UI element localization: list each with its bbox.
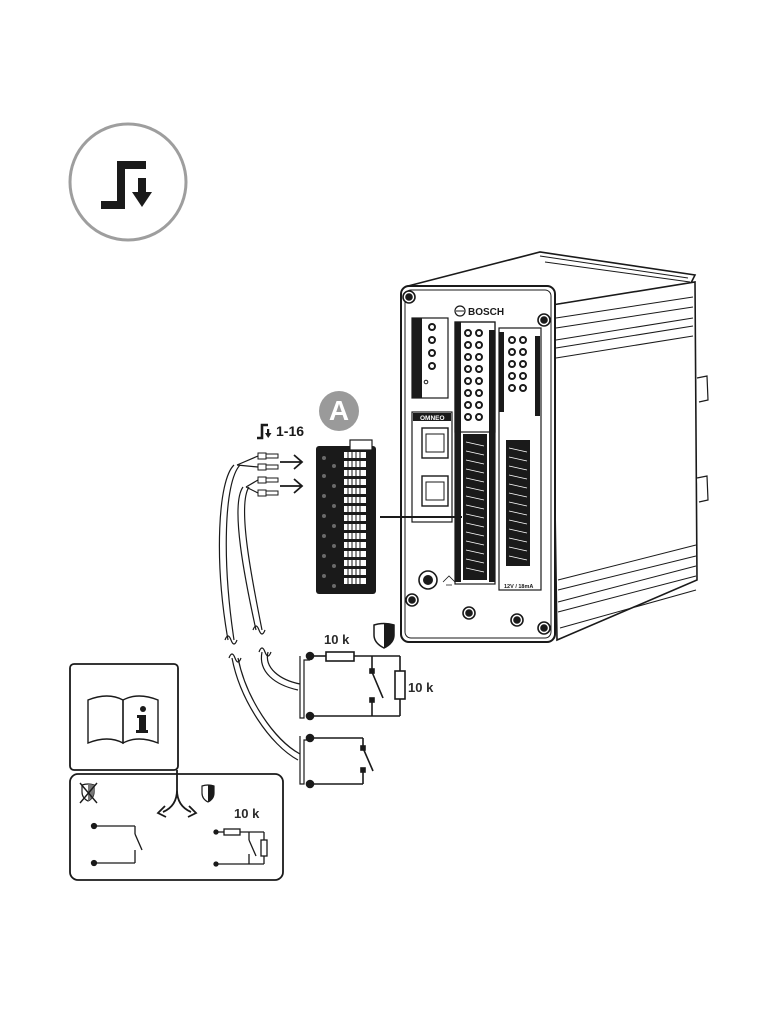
device-terminal-block-aux: 12V / 18mA: [504, 440, 533, 590]
option-right-arrow: [187, 805, 198, 818]
brand-logo: BOSCH: [454, 305, 504, 318]
cable-2-lower: [260, 651, 301, 691]
ground-symbol-icon: [442, 575, 456, 586]
cable-1-lower: [231, 657, 301, 761]
step-icon-circle: [68, 122, 188, 242]
terminal-rating-text: 12V / 18mA: [504, 584, 533, 590]
cable-break-marks: [224, 625, 272, 663]
manual-reference-box: [69, 663, 179, 771]
inputs-range-text: 1-16: [276, 423, 305, 439]
terminal-block-a: [316, 439, 376, 594]
status-led-panel: [411, 317, 449, 399]
callout-letter: A: [328, 395, 350, 426]
network-ports: OMNEO: [411, 411, 453, 523]
option-left-arrow: [156, 805, 167, 818]
step-circle-outline: [68, 122, 188, 242]
series-resistor: [325, 651, 355, 662]
wire-ferrules: [257, 452, 279, 497]
option-resistor-label: 10 k: [234, 806, 260, 821]
callout-badge: A: [319, 391, 359, 431]
input-signal-icon-small: [257, 423, 272, 440]
series-resistor-label: 10 k: [324, 632, 350, 647]
unsupervised-crossed-shield-icon: [79, 782, 98, 804]
insert-arrows: [280, 454, 304, 494]
inputs-label: 1-16: [256, 422, 304, 440]
unsupervised-circuit: [299, 733, 374, 789]
cable-1: [218, 455, 259, 641]
manual-info-icon: [87, 695, 159, 745]
mini-unsupervised-circuit: [90, 822, 143, 867]
parallel-resistor-label: 10 k: [408, 680, 434, 695]
device-terminal-block-inputs: [463, 434, 487, 580]
port-label-text: OMNEO: [420, 415, 445, 422]
mini-supervised-circuit: [213, 828, 268, 867]
brand-text: BOSCH: [468, 307, 504, 318]
ground-screw: [418, 570, 456, 590]
input-signal-icon: [101, 161, 152, 209]
cable-2: [237, 479, 263, 631]
wiring-options-box: 10 k: [69, 770, 284, 881]
parallel-resistor: [394, 670, 406, 700]
supervised-shield-icon: [373, 622, 395, 649]
switch-contact: [371, 671, 384, 699]
input-led-module: [454, 321, 496, 585]
supervised-shield-icon-small: [201, 784, 215, 803]
switch-contact: [362, 747, 374, 772]
supervised-circuit: [299, 651, 406, 721]
